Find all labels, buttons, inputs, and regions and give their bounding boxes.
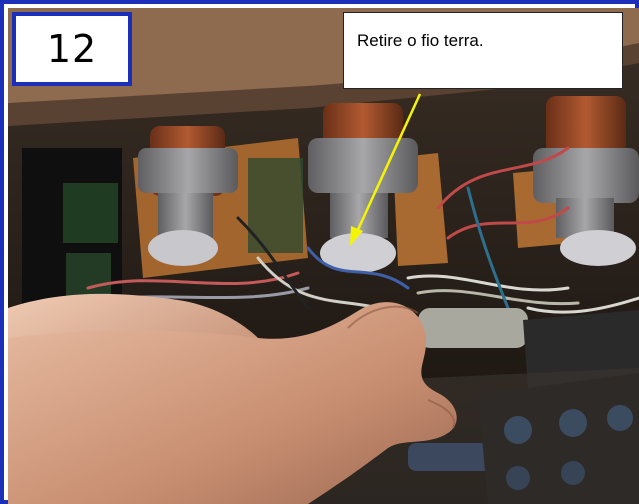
step-number-box: 12: [12, 12, 132, 86]
equipment-photo: [8, 8, 639, 504]
instruction-caption-box: Retire o fio terra.: [343, 12, 623, 89]
step-number: 12: [46, 27, 98, 71]
instruction-caption: Retire o fio terra.: [357, 31, 484, 50]
pointer-arrow: [350, 93, 422, 246]
